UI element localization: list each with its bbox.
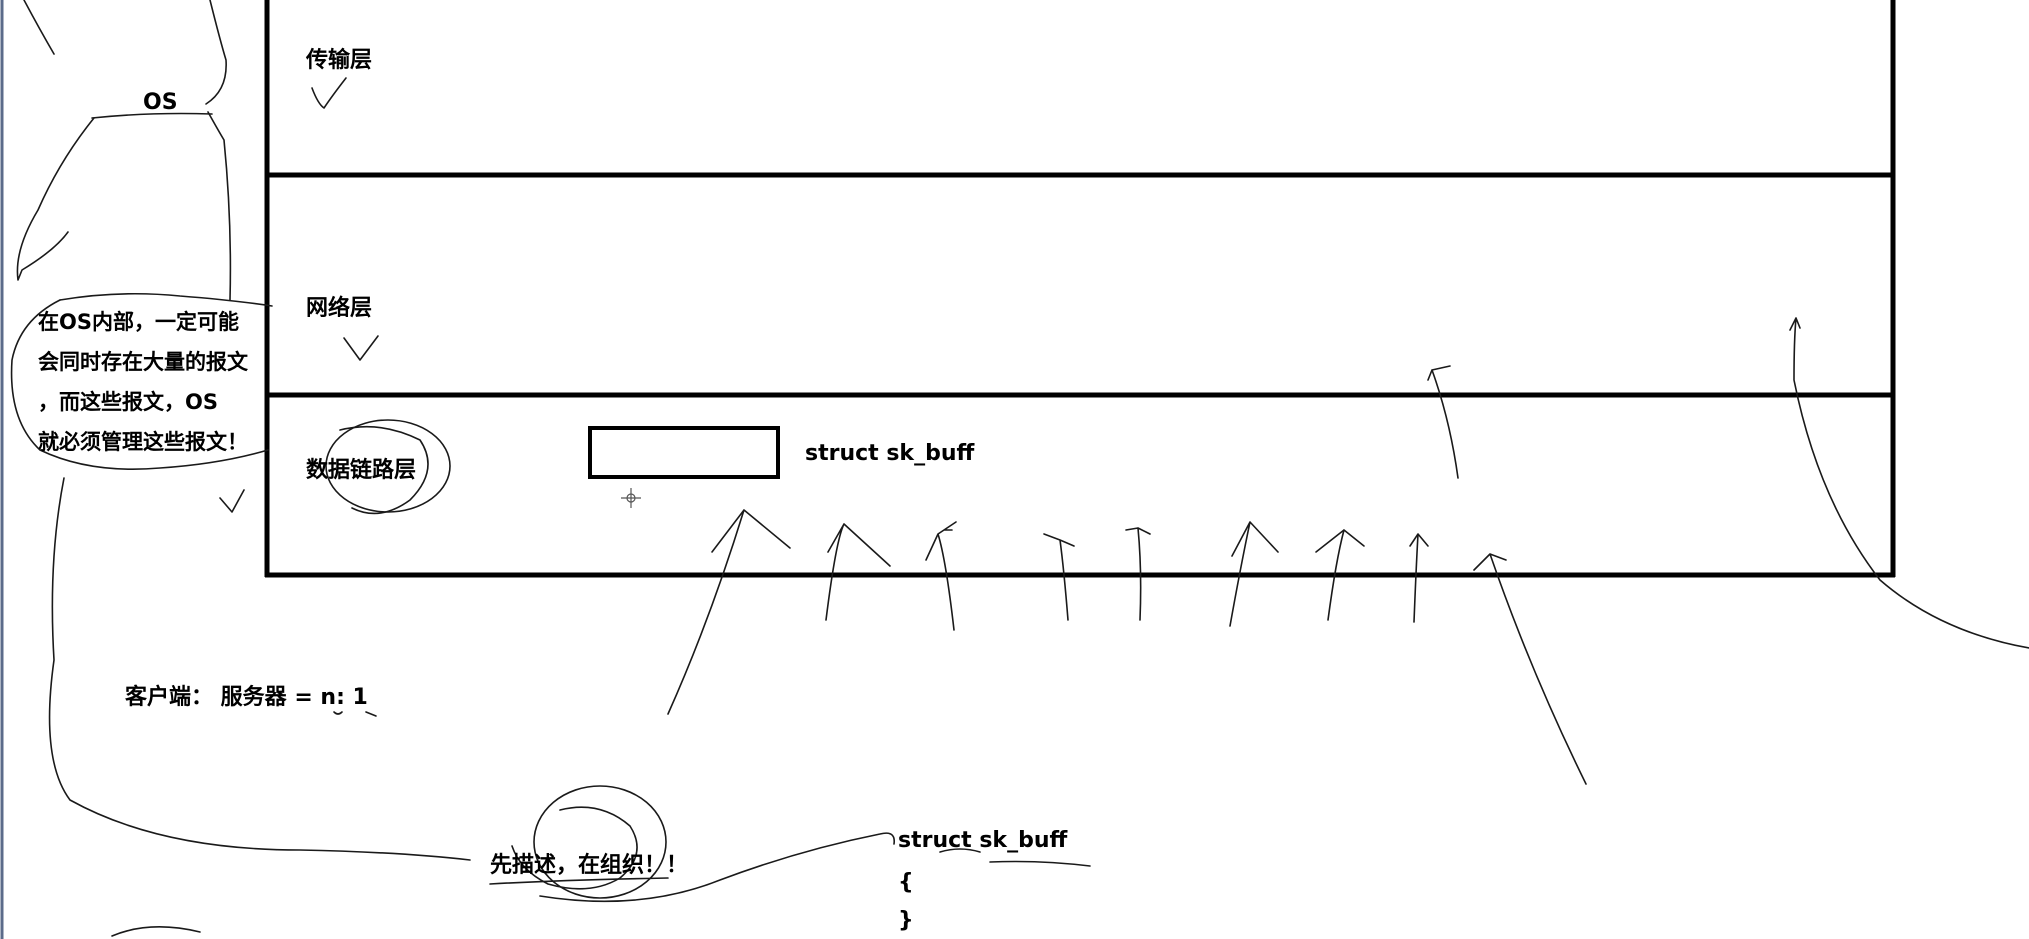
check-mark-left (219, 489, 245, 513)
os-label: OS (143, 90, 178, 115)
os-note-line: 会同时存在大量的报文 (38, 350, 248, 374)
layer-label-transport: 传输层 (306, 48, 373, 73)
sk-buff-box (588, 426, 780, 479)
arrow-2 (825, 523, 891, 621)
arrow-3 (925, 521, 957, 631)
hand-annotations (10, 0, 2029, 937)
arrow-5 (1125, 527, 1151, 621)
os-note-line: 就必须管理这些报文！ (38, 430, 248, 454)
os-note: 在OS内部，一定可能 会同时存在大量的报文 ，而这些报文，OS 就必须管理这些报… (38, 302, 248, 462)
arrow-10 (1427, 365, 1459, 479)
check-mark-network (343, 335, 379, 361)
layer-label-network: 网络层 (306, 296, 373, 321)
client-server-ratio: 客户端： 服务器 = n: 1 (125, 685, 368, 710)
os-note-line: 在OS内部，一定可能 (38, 310, 239, 334)
cursor-icon (621, 488, 641, 508)
layer-label-datalink: 数据链路层 (306, 458, 417, 483)
arrow-1 (667, 509, 791, 715)
arrow-8 (1409, 533, 1429, 623)
arrow-4 (1043, 533, 1075, 621)
os-note-line: ，而这些报文，OS (38, 390, 218, 414)
sk-buff-label: struct sk_buff (805, 441, 975, 466)
describe-then-organize: 先描述，在组织！！ (490, 853, 689, 878)
code-struct-line: struct sk_buff (898, 828, 1068, 853)
code-close-brace: } (898, 908, 914, 933)
arrow-6 (1229, 521, 1279, 627)
protocol-stack-frame (264, 0, 1896, 578)
arrow-9 (1473, 553, 1587, 785)
check-mark-transport (311, 77, 347, 109)
arrow-11 (1789, 317, 2029, 649)
code-open-brace: { (898, 870, 914, 895)
arrow-7 (1315, 529, 1365, 621)
